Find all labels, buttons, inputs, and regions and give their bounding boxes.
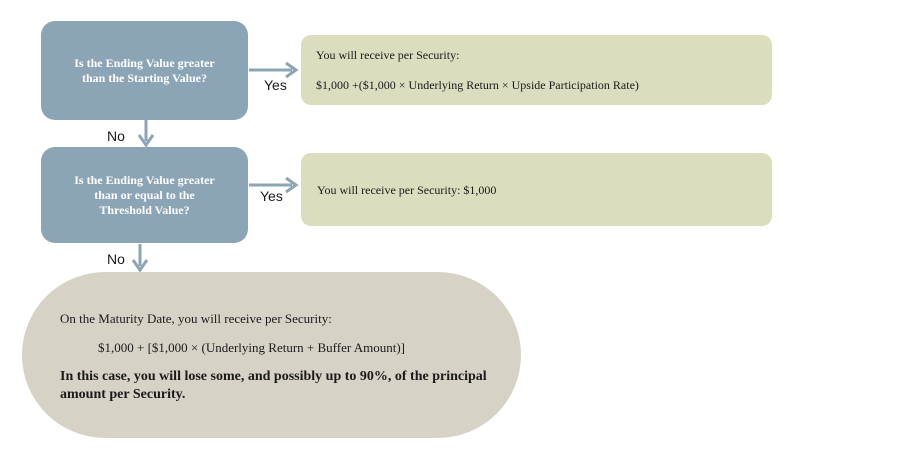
yes-label-2: Yes	[260, 188, 283, 204]
result-1-line-1: You will receive per Security:	[316, 48, 460, 62]
arrowhead-yes-1	[285, 61, 299, 79]
arrowhead-no-1	[137, 134, 155, 148]
question-1-line-1: Is the Ending Value greater	[74, 55, 215, 70]
question-box-2: Is the Ending Value greater than or equa…	[41, 147, 248, 243]
arrowhead-no-2	[131, 259, 149, 273]
result-2-text: You will receive per Security: $1,000	[317, 183, 497, 197]
no-label-2: No	[107, 251, 125, 267]
question-2-line-1: Is the Ending Value greater	[74, 172, 215, 187]
question-box-1: Is the Ending Value greater than the Sta…	[41, 21, 248, 120]
final-outcome-box: On the Maturity Date, you will receive p…	[22, 272, 521, 438]
final-intro: On the Maturity Date, you will receive p…	[60, 311, 332, 326]
yes-label-1: Yes	[264, 77, 287, 93]
result-box-1: You will receive per Security: $1,000 +(…	[301, 35, 772, 105]
final-warning: In this case, you will lose some, and po…	[60, 369, 487, 402]
final-formula: $1,000 + [$1,000 × (Underlying Return + …	[98, 340, 405, 355]
result-box-2: You will receive per Security: $1,000	[301, 153, 772, 226]
no-label-1: No	[107, 128, 125, 144]
question-1-line-2: than the Starting Value?	[81, 70, 208, 85]
question-2-line-2: than or equal to the	[94, 187, 195, 202]
arrowhead-yes-2	[285, 176, 299, 194]
question-2-line-3: Threshold Value?	[99, 202, 190, 217]
result-1-formula: $1,000 +($1,000 × Underlying Return × Up…	[316, 78, 639, 92]
